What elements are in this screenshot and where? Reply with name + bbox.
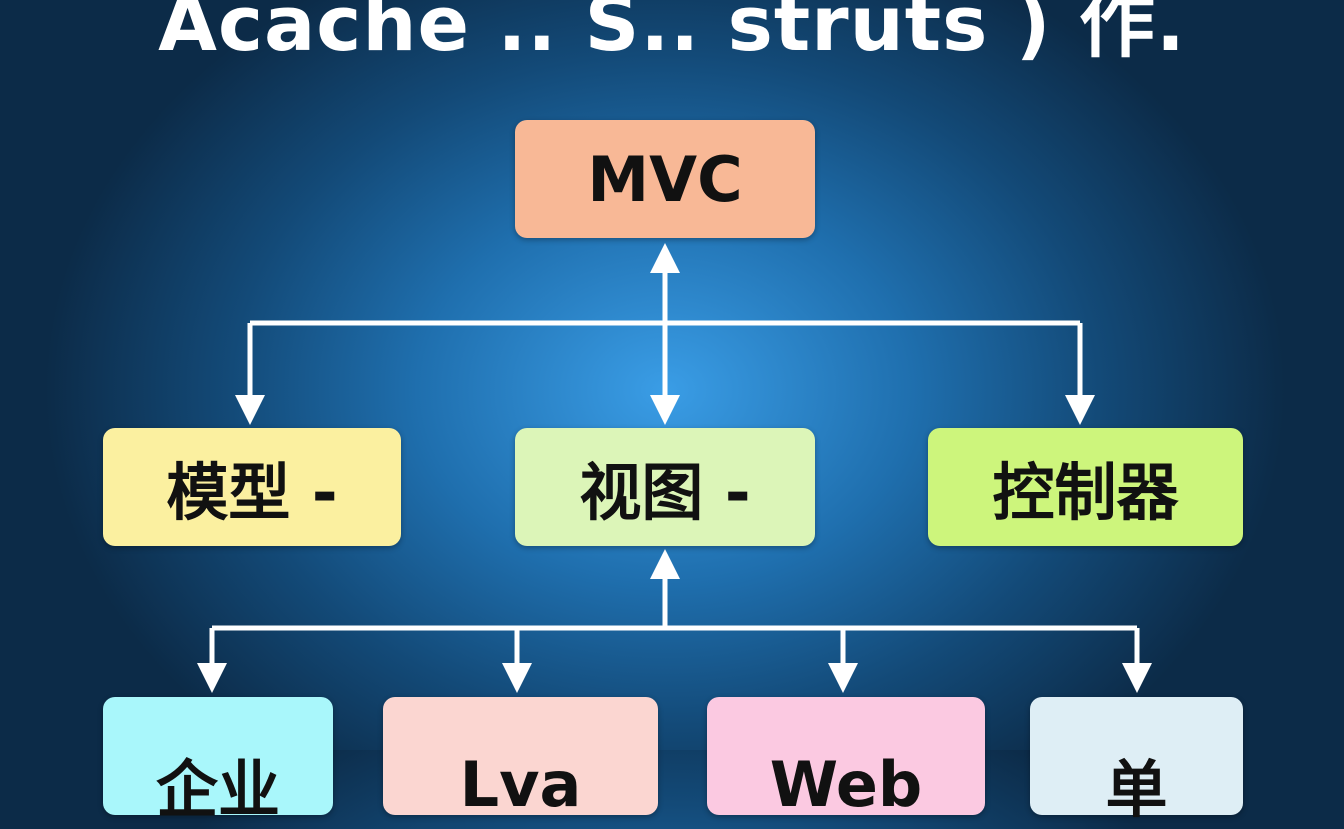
- controller-node: 控制器: [928, 428, 1243, 546]
- bottom-label-3: Web: [769, 747, 923, 821]
- model-label: 模型 -: [166, 456, 338, 529]
- mvc-node: MVC: [515, 120, 815, 238]
- controller-label: 控制器: [992, 456, 1179, 529]
- bottom-node-1: 企业: [103, 697, 333, 826]
- bottom-node-4: 单: [1030, 697, 1243, 826]
- diagram-title: Acache .. S.. struts ) 作.: [158, 0, 1186, 68]
- bottom-label-4: 单: [1105, 753, 1168, 826]
- bottom-label-2: Lva: [459, 747, 582, 821]
- mvc-label: MVC: [587, 142, 743, 216]
- view-node: 视图 -: [515, 428, 815, 546]
- bottom-node-3: Web: [707, 697, 985, 821]
- bottom-label-1: 企业: [155, 753, 280, 826]
- model-node: 模型 -: [103, 428, 401, 546]
- connector-arrows: [197, 243, 1152, 693]
- bottom-node-2: Lva: [383, 697, 658, 821]
- view-label: 视图 -: [579, 456, 751, 529]
